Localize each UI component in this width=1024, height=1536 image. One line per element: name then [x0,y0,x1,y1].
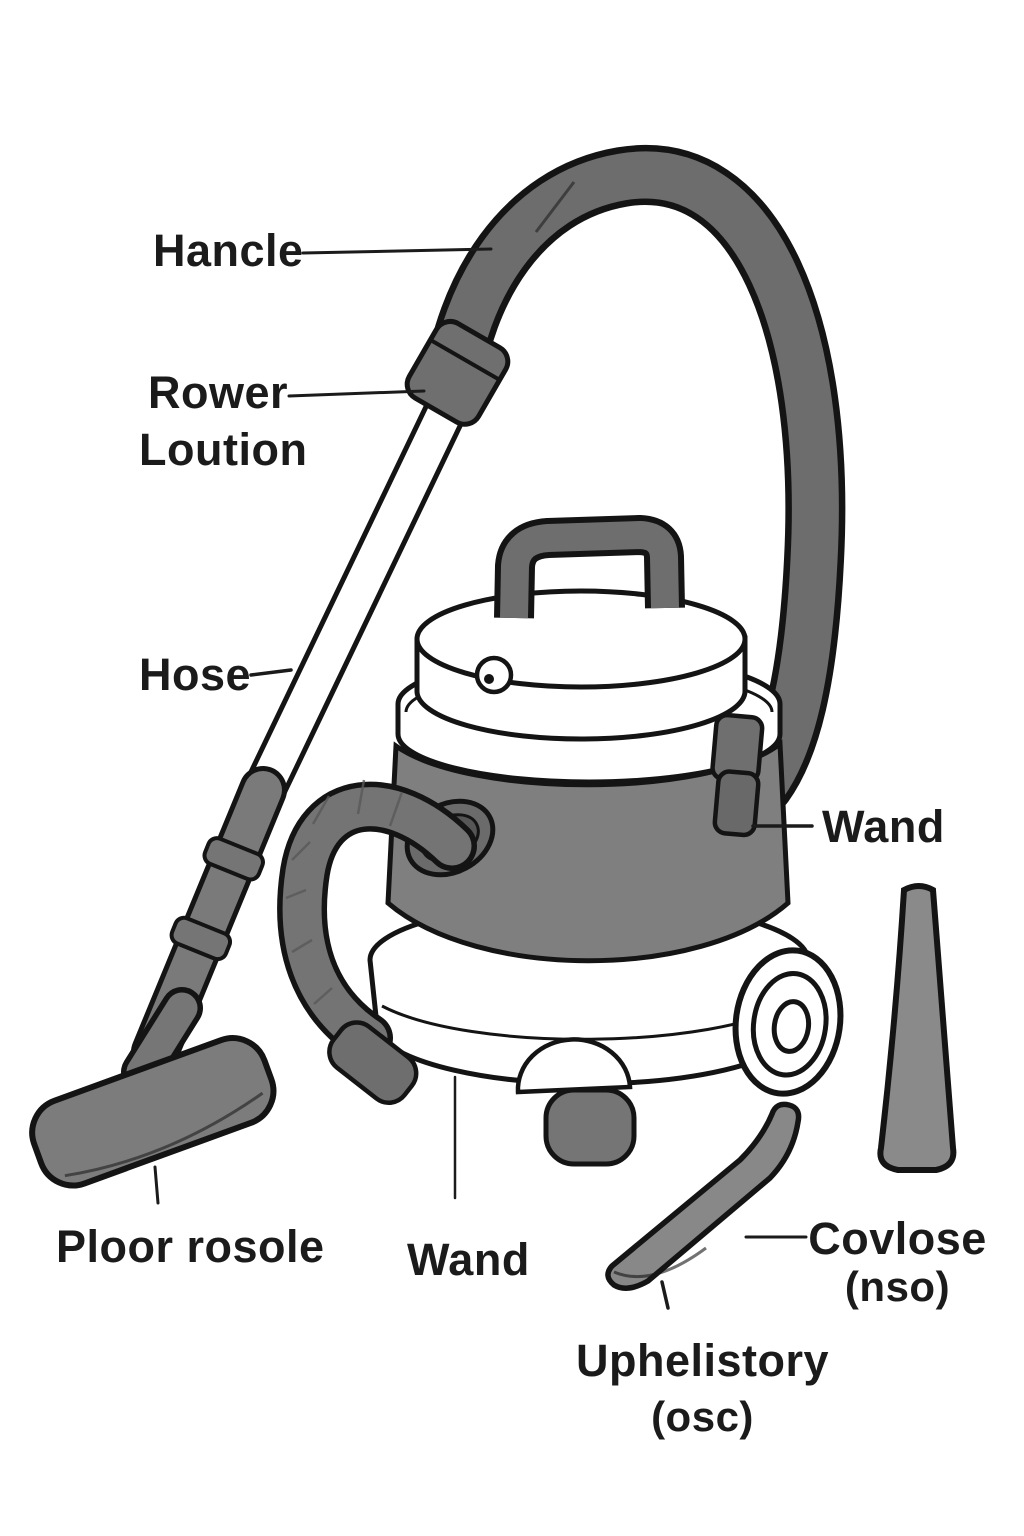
label-upholstery-line1: Uphelistory [575,1335,830,1386]
drum-latch [710,712,765,838]
leader-power [287,389,426,398]
leader-upholstery [660,1280,670,1310]
label-wand-bottom: Wand [407,1234,530,1285]
leader-lines [153,247,814,1310]
front-caster [515,1037,637,1167]
power-button [474,655,514,695]
hose-arc [422,145,846,814]
lid-carry-handle [494,515,685,619]
floor-nozzle-neck [121,987,203,1093]
crevice-tool [877,883,957,1173]
hose-cuff [327,1020,419,1105]
leader-floor-nozzle [153,1165,160,1205]
label-power-line2: Loution [139,424,308,475]
leader-hose [249,668,293,677]
label-floor-nozzle: Ploor rosole [56,1221,325,1272]
wand-band [169,915,233,962]
upholstery-tool [605,1101,802,1291]
label-upholstery-line2: (osc) [651,1393,754,1440]
floor-nozzle [29,1035,277,1189]
label-handle: Hancle [153,225,304,276]
flex-hose [277,779,477,1105]
wand-tube [243,398,467,802]
wand-collar [404,318,511,427]
hose-ribs [285,779,404,1005]
label-wand-right: Wand [822,801,945,852]
label-crevice-line2: (nso) [844,1263,951,1310]
leader-handle [301,247,493,255]
wand-band [202,836,265,882]
rear-wheel [732,947,844,1097]
canister-lid [414,588,748,742]
label-hose: Hose [139,649,252,700]
label-power-line1: Rower [148,367,289,418]
label-crevice-line1: Covlose [808,1213,987,1264]
